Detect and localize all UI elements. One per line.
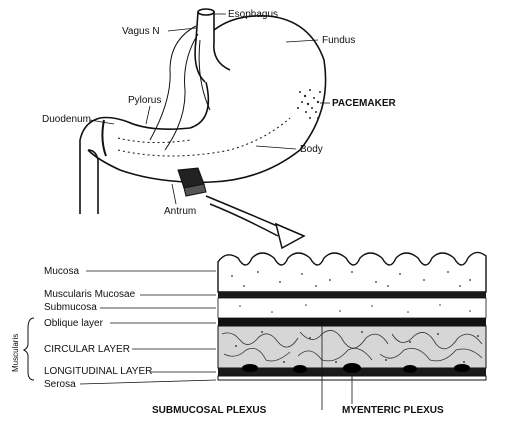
label-body: Body [300, 144, 323, 155]
label-pacemaker: PACEMAKER [332, 98, 396, 109]
label-antrum: Antrum [164, 206, 196, 217]
muscularis-brace [24, 318, 34, 380]
label-submucosa: Submucosa [44, 302, 97, 313]
label-oblique: Oblique layer [44, 318, 104, 329]
duodenum-tube [80, 118, 100, 214]
label-muscularis-mucosae: Muscularis Mucosae [44, 289, 136, 300]
oblique-layer [218, 318, 486, 326]
label-submucosal-plexus: SUBMUCOSAL PLEXUS [152, 405, 267, 416]
label-circular: CIRCULAR LAYER [44, 344, 130, 355]
circular-layer [218, 326, 486, 368]
label-longitudinal: LONGITUDINAL LAYER [44, 366, 152, 377]
leader-body [256, 146, 296, 149]
submucosa-layer [218, 298, 486, 318]
stomach-outline-greater [88, 16, 326, 182]
body-dotted-line [118, 118, 290, 156]
vagus-nerve-fibers [150, 26, 210, 150]
leader-fundus [286, 40, 318, 42]
label-serosa: Serosa [44, 379, 76, 390]
leader-pylorus [146, 106, 150, 124]
leader-antrum [172, 184, 176, 204]
magnify-arrow [206, 196, 304, 248]
esophagus-opening [198, 9, 214, 15]
label-vagus: Vagus N [122, 26, 160, 37]
label-duodenum: Duodenum [42, 114, 91, 125]
antrum-dotted-line [118, 138, 190, 143]
leader-serosa [80, 380, 216, 384]
muscularis-mucosae-layer [218, 292, 486, 298]
label-pylorus: Pylorus [128, 95, 161, 106]
label-mucosa: Mucosa [44, 266, 79, 277]
tissue-sample-block [178, 168, 206, 196]
label-myenteric-plexus: MYENTERIC PLEXUS [342, 405, 444, 416]
label-esophagus: Esophagus [228, 9, 278, 20]
label-muscularis: Muscularis [11, 334, 20, 372]
label-fundus: Fundus [322, 35, 355, 46]
leader-vagus [168, 28, 196, 31]
pylorus-ring [102, 120, 106, 156]
leader-duodenum [90, 120, 114, 124]
wall-cross-section [218, 252, 486, 380]
